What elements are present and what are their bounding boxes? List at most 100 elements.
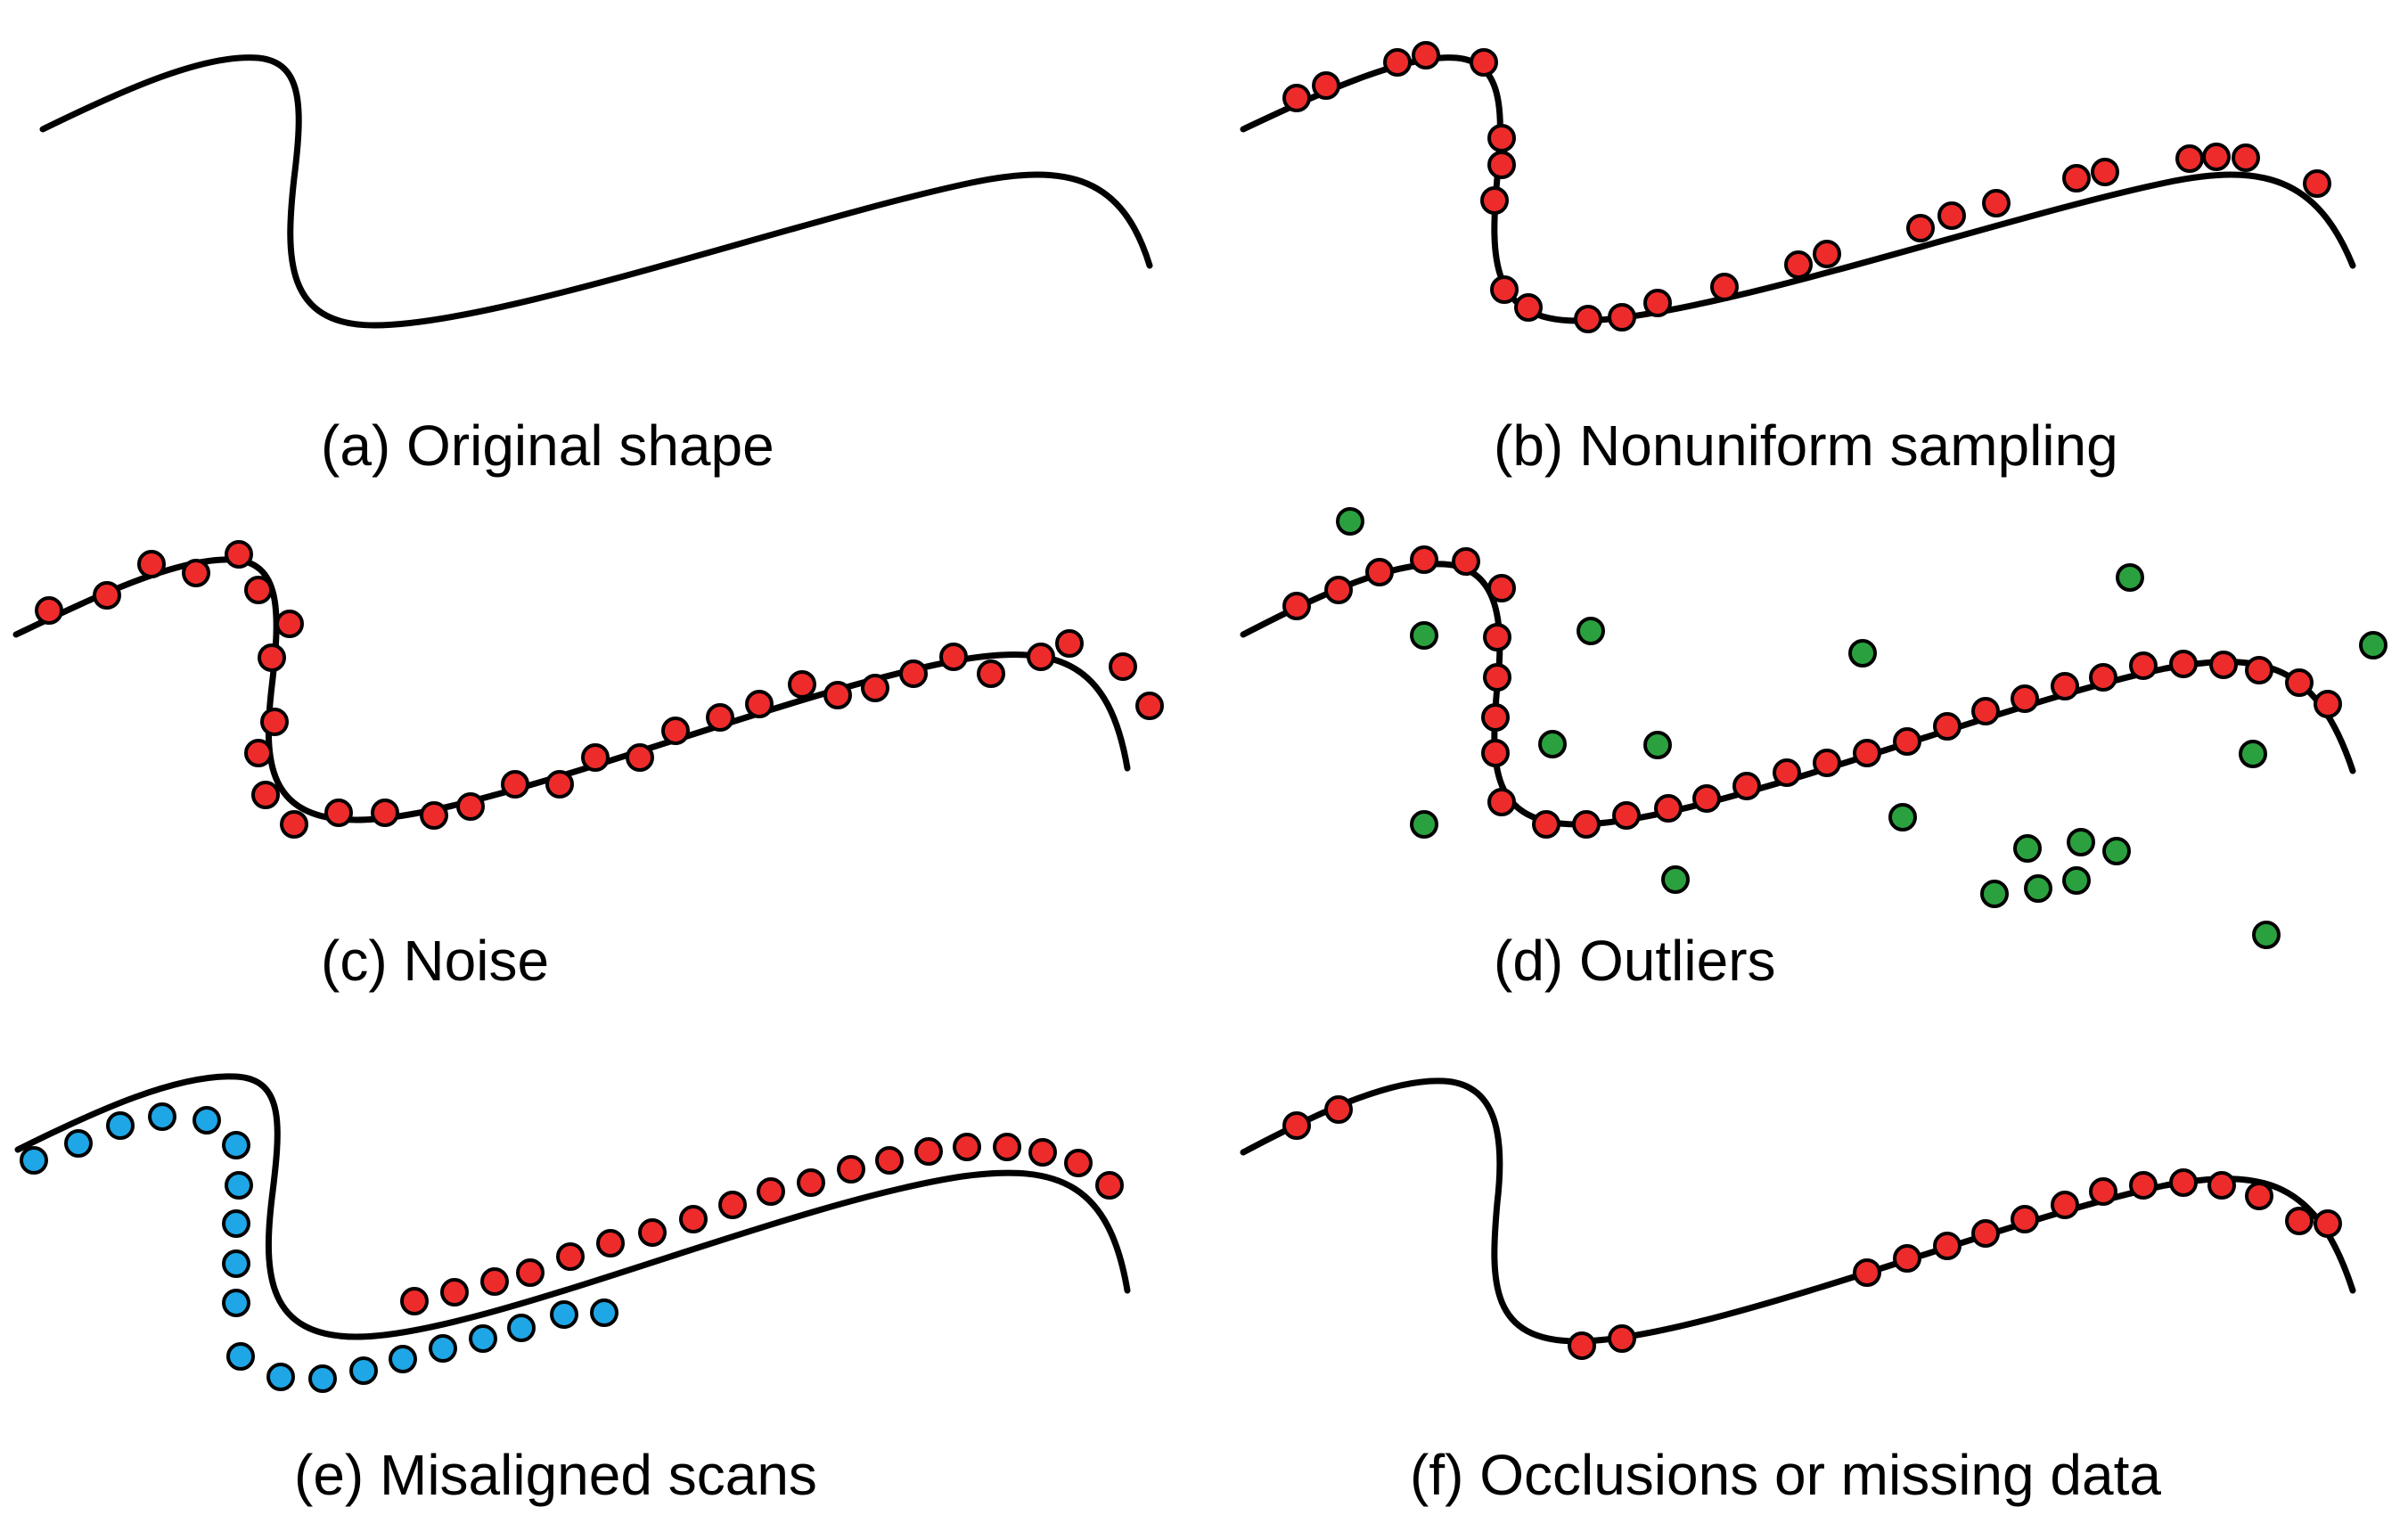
sample-point [1470, 48, 1498, 77]
sample-point [1692, 784, 1721, 813]
outlier-point [1980, 880, 2009, 908]
outlier-point [2359, 631, 2388, 659]
sample-point [1027, 643, 1055, 671]
sample-point [1813, 240, 1841, 268]
sample-point [1608, 1324, 1636, 1353]
sample-point [718, 1191, 747, 1219]
scan-point [192, 1106, 221, 1135]
scan-point [222, 1289, 250, 1317]
sample-point [2091, 158, 2119, 186]
scan-point [20, 1146, 48, 1175]
sample-point [2169, 1168, 2198, 1197]
sample-point [1135, 692, 1164, 720]
sample-point [1452, 547, 1480, 576]
sample-point [2175, 144, 2204, 173]
sample-point [823, 681, 852, 709]
sample-point [581, 743, 610, 772]
sample-point [1773, 758, 1801, 787]
sample-point [2285, 1207, 2314, 1235]
outlier-point [1643, 731, 1672, 759]
caption-misaligned-scans: (e) Misaligned scans [294, 1443, 817, 1507]
sample-point [706, 703, 734, 732]
sample-point [993, 1133, 1021, 1161]
scan-point [225, 1171, 253, 1200]
scan-point [222, 1209, 250, 1238]
sample-point [545, 770, 574, 799]
sample-point [638, 1218, 667, 1247]
sample-point [1487, 788, 1516, 816]
sample-point [2089, 1177, 2117, 1206]
sample-point [480, 1267, 509, 1296]
sample-point [440, 1278, 469, 1307]
scan-point [590, 1298, 618, 1327]
sample-point [456, 792, 485, 821]
outlier-point [1661, 865, 1690, 894]
sample-point [1933, 712, 1962, 741]
sample-point [2314, 1209, 2342, 1238]
sample-point [1064, 1149, 1093, 1177]
outlier-point [2024, 874, 2052, 903]
original-curve [39, 54, 1153, 329]
sample-point [2089, 663, 2117, 692]
panel-noise [12, 540, 1164, 839]
sample-point [275, 610, 304, 638]
sample-point [2011, 684, 2039, 713]
sample-point [1324, 1095, 1353, 1124]
sample-point [1481, 703, 1510, 732]
sample-point [2051, 672, 2079, 700]
sample-point [225, 540, 253, 569]
sample-point [2011, 1205, 2039, 1233]
scan-point [148, 1102, 176, 1131]
sample-point [914, 1137, 943, 1166]
sample-point [2245, 1182, 2273, 1210]
sample-point [244, 739, 273, 767]
sample-point [661, 717, 690, 745]
sample-point [788, 670, 816, 699]
scan-point [349, 1356, 378, 1385]
sample-point [2129, 1171, 2158, 1200]
outlier-point [1577, 617, 1605, 645]
outlier-point [2102, 837, 2131, 865]
sample-point [1853, 739, 1881, 767]
sample-point [1784, 250, 1813, 279]
scan-point [222, 1249, 250, 1278]
sample-point [400, 1287, 429, 1315]
scan-point [222, 1131, 250, 1159]
sample-point [1480, 186, 1509, 215]
panel-original-shape [39, 54, 1153, 329]
sample-point [556, 1242, 585, 1271]
sample-point [1937, 201, 1966, 230]
sample-point [1608, 303, 1636, 332]
sample-point [1971, 1219, 2000, 1248]
outlier-point [1410, 621, 1438, 650]
sample-point [1514, 293, 1543, 322]
sample-point [251, 781, 280, 809]
shape-curve [1240, 1077, 2356, 1345]
sample-point [137, 550, 166, 578]
sample-point [939, 643, 968, 671]
sample-point [1483, 623, 1511, 651]
sample-point [745, 690, 774, 718]
scan-point [389, 1345, 417, 1373]
sample-point [2169, 650, 2198, 678]
panel-outliers [1240, 507, 2388, 949]
sample-point [2051, 1191, 2079, 1219]
sample-point [1572, 810, 1601, 839]
sample-point [2207, 1171, 2236, 1200]
sample-point [516, 1258, 545, 1287]
panel-occlusions-missing-data [1240, 1077, 2356, 1360]
sample-point [1853, 1258, 1881, 1287]
sample-point [1282, 84, 1311, 112]
sample-point [1710, 273, 1739, 301]
sample-point [1568, 1331, 1596, 1360]
scan-point [308, 1364, 337, 1393]
outlier-point [2067, 828, 2095, 856]
sample-point [837, 1155, 865, 1184]
sample-point [1282, 592, 1311, 620]
panel-nonuniform-sampling [1240, 41, 2356, 333]
sample-point [757, 1177, 785, 1206]
sample-point [1483, 663, 1511, 692]
sample-point [1410, 545, 1438, 574]
panel-misaligned-scans [14, 1073, 1131, 1393]
